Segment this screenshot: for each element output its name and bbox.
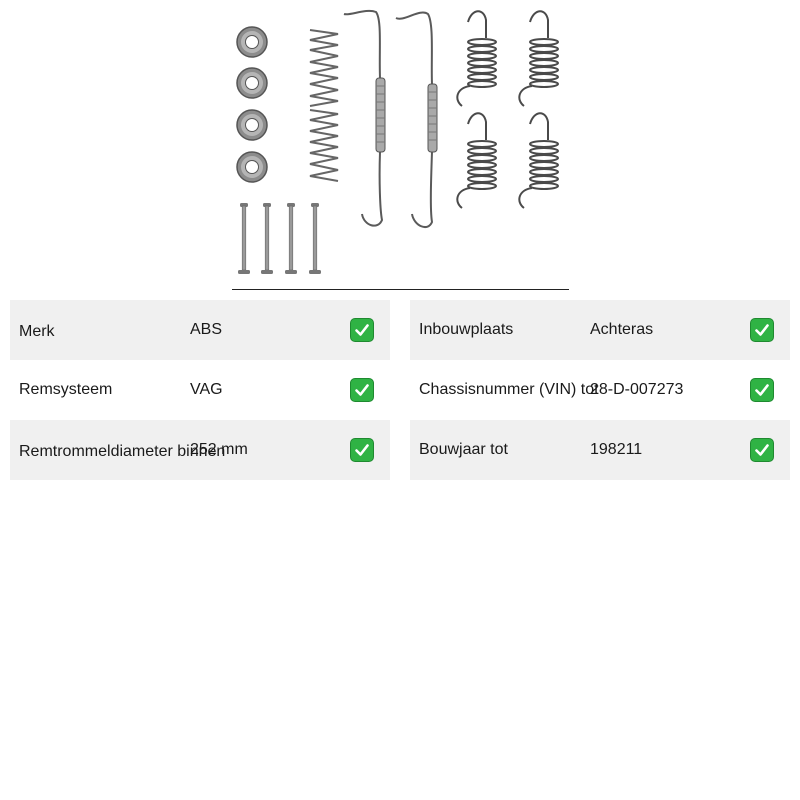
spec-row-merk: Merk ABS [10,300,390,360]
spec-label: Chassisnummer (VIN) tot [419,381,599,398]
check-icon [350,318,374,342]
spec-row-bouwjaar: Bouwjaar tot 198211 [410,420,790,480]
spec-row-chassisnummer: Chassisnummer (VIN) tot 28-D-007273 [410,360,790,420]
check-icon [350,438,374,462]
spec-value: 252 mm [190,441,248,458]
spec-label: Bouwjaar tot [419,441,508,458]
spec-value: ABS [190,321,223,338]
spec-row-remtrommeldiameter: Remtrommeldiameter binnen 252 mm [10,420,390,480]
check-icon [350,378,374,402]
spec-label: Merk [19,323,55,340]
spec-table-left: Merk ABS Remsysteem VAG Remtrommeldiamet… [10,300,390,480]
check-icon [750,438,774,462]
check-icon [750,318,774,342]
brake-spring-kit-image [232,0,569,290]
spec-label: Inbouwplaats [419,321,514,338]
spec-value: 28-D-007273 [590,381,684,398]
spec-label: Remsysteem [19,381,113,398]
spec-value: Achteras [590,321,654,338]
spec-value: VAG [190,381,223,398]
spec-value: 198211 [590,441,643,458]
spec-table-right: Inbouwplaats Achteras Chassisnummer (VIN… [410,300,790,480]
spec-row-inbouwplaats: Inbouwplaats Achteras [410,300,790,360]
check-icon [750,378,774,402]
spec-label: Remtrommeldiameter binnen [19,443,226,460]
spec-row-remsysteem: Remsysteem VAG [10,360,390,420]
